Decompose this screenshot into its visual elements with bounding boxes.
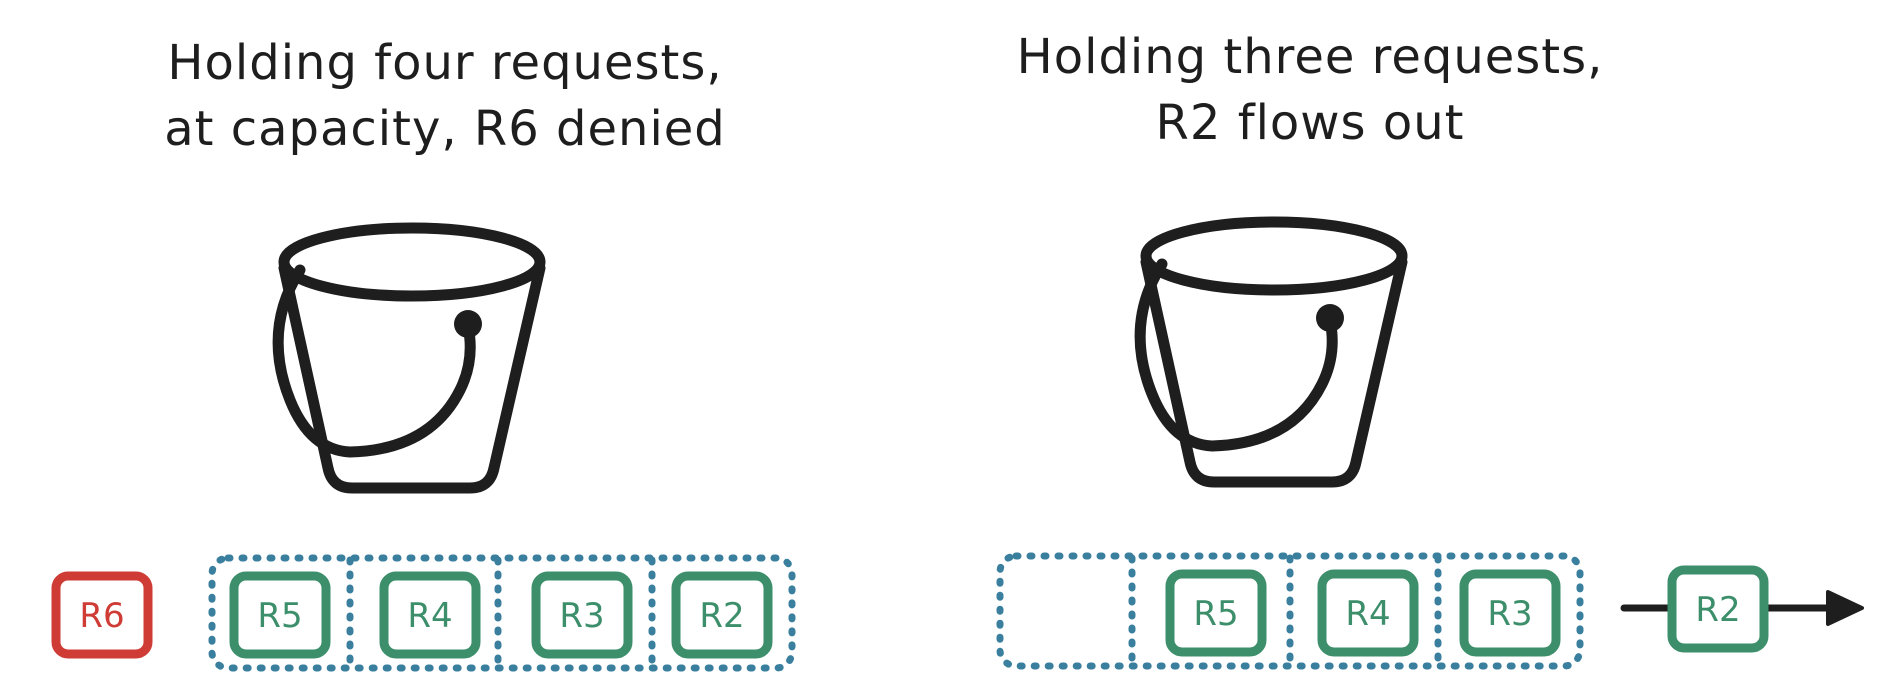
- left-request-r5: R5: [229, 571, 331, 659]
- request-label: R3: [559, 596, 604, 636]
- request-label: R5: [257, 596, 302, 636]
- request-label: R3: [1487, 594, 1532, 634]
- left-request-r2: R2: [671, 571, 773, 659]
- right-title-line-1: Holding three requests,: [1016, 29, 1604, 85]
- left-request-r4: R4: [379, 571, 481, 659]
- request-label: R5: [1193, 594, 1238, 634]
- denied-request-label: R6: [79, 596, 124, 636]
- bucket-icon: [272, 222, 546, 494]
- right-panel-title: Holding three requests, R2 flows out: [940, 24, 1680, 156]
- right-bucket-slots: [996, 552, 1584, 670]
- right-request-r4: R4: [1317, 569, 1419, 657]
- request-label: R4: [407, 596, 452, 636]
- outflow-request-label: R2: [1695, 590, 1740, 630]
- right-request-r5: R5: [1165, 569, 1267, 657]
- right-title-line-2: R2 flows out: [1155, 95, 1465, 151]
- left-bucket-slots: [208, 554, 796, 672]
- request-label: R2: [699, 596, 744, 636]
- outflow-request-r2: R2: [1667, 565, 1769, 653]
- left-title-line-2: at capacity, R6 denied: [164, 101, 726, 157]
- right-request-r3: R3: [1459, 569, 1561, 657]
- left-title-line-1: Holding four requests,: [167, 35, 723, 91]
- left-request-r3: R3: [531, 571, 633, 659]
- denied-request-r6: R6: [51, 571, 153, 659]
- bucket-icon: [1134, 216, 1408, 488]
- request-label: R4: [1345, 594, 1390, 634]
- left-panel-title: Holding four requests, at capacity, R6 d…: [80, 30, 810, 162]
